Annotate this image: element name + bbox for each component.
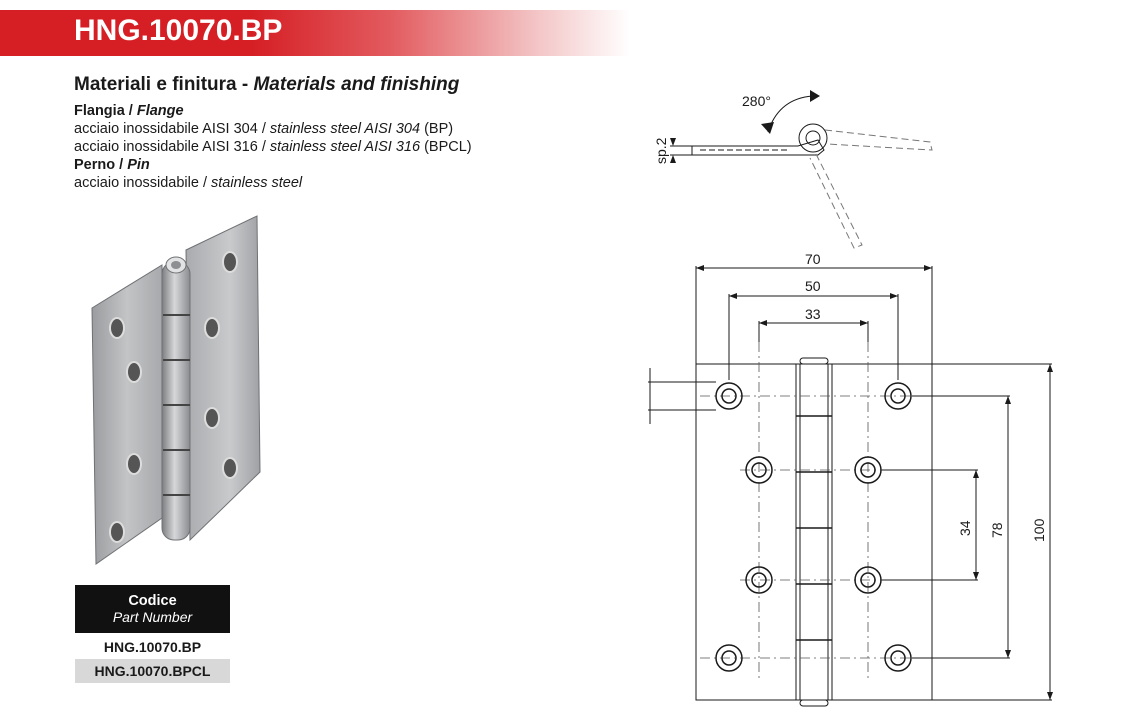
part-number-table: Codice Part Number HNG.10070.BP HNG.1007… <box>75 585 230 683</box>
part-number-header: Codice Part Number <box>75 585 230 633</box>
hinge-photo <box>91 215 261 565</box>
dim-70: 70 <box>805 251 821 267</box>
materials-section: Materiali e finitura - Materials and fin… <box>74 74 534 192</box>
flange-material-316: acciaio inossidabile AISI 316 / stainles… <box>74 139 472 155</box>
part-number-row: HNG.10070.BP <box>103 639 202 655</box>
technical-drawing: 280° sp.2 70 50 33 34 78 100 <box>648 90 1053 707</box>
angle-label: 280° <box>742 93 771 109</box>
dim-50: 50 <box>805 278 821 294</box>
part-number-row: HNG.10070.BPCL <box>75 659 230 683</box>
dim-33: 33 <box>805 306 821 322</box>
page-title: HNG.10070.BP <box>74 14 283 47</box>
pin-material: acciaio inossidabile / stainless steel <box>74 175 303 191</box>
dim-78: 78 <box>989 522 1005 538</box>
flange-material-304: acciaio inossidabile AISI 304 / stainles… <box>74 121 454 137</box>
materials-heading: Materiali e finitura - Materials and fin… <box>74 74 460 95</box>
thickness-label: sp.2 <box>653 137 669 164</box>
flange-label: Flangia / Flange <box>74 103 184 119</box>
code-header-it: Codice <box>128 593 177 609</box>
pin-label: Perno / Pin <box>74 157 150 173</box>
dim-34: 34 <box>957 520 973 536</box>
header-band <box>0 10 630 56</box>
code-header-en: Part Number <box>112 609 193 625</box>
dim-100: 100 <box>1031 518 1047 542</box>
